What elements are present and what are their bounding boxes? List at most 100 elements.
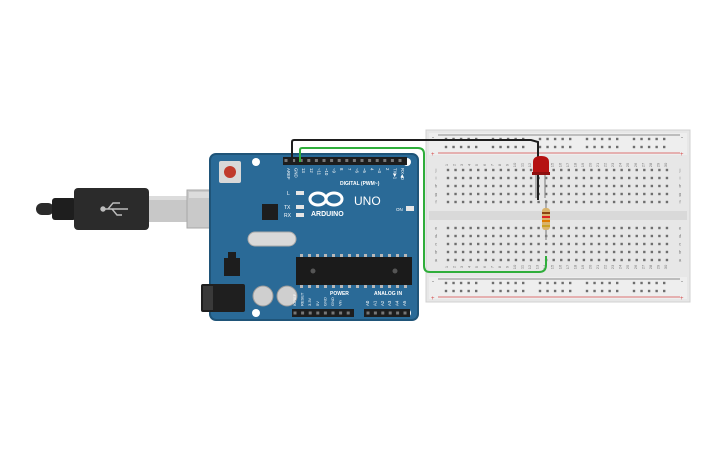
rail-hole[interactable] bbox=[663, 281, 666, 285]
breadboard-hole[interactable] bbox=[605, 176, 608, 180]
breadboard-hole[interactable] bbox=[477, 258, 480, 262]
breadboard-hole[interactable] bbox=[650, 242, 654, 246]
breadboard-hole[interactable] bbox=[499, 226, 503, 230]
breadboard-hole[interactable] bbox=[507, 250, 510, 254]
breadboard-hole[interactable] bbox=[605, 200, 608, 204]
breadboard-hole[interactable] bbox=[582, 242, 586, 246]
breadboard-hole[interactable] bbox=[612, 184, 616, 188]
breadboard-hole[interactable] bbox=[643, 250, 646, 254]
breadboard-hole[interactable] bbox=[650, 258, 654, 262]
breadboard-hole[interactable] bbox=[492, 192, 495, 196]
breadboard-hole[interactable] bbox=[499, 250, 503, 254]
breadboard-hole[interactable] bbox=[597, 176, 601, 180]
breadboard-hole[interactable] bbox=[575, 250, 578, 254]
breadboard-hole[interactable] bbox=[537, 226, 540, 230]
green-wire[interactable] bbox=[299, 147, 547, 273]
breadboard-hole[interactable] bbox=[597, 200, 601, 204]
rail-hole[interactable] bbox=[514, 289, 517, 293]
breadboard-hole[interactable] bbox=[446, 234, 450, 238]
breadboard-hole[interactable] bbox=[658, 184, 661, 188]
breadboard-hole[interactable] bbox=[590, 184, 593, 188]
breadboard-hole[interactable] bbox=[643, 234, 646, 238]
breadboard-hole[interactable] bbox=[514, 242, 518, 246]
breadboard-hole[interactable] bbox=[529, 192, 533, 196]
rail-hole[interactable] bbox=[616, 281, 619, 285]
breadboard-hole[interactable] bbox=[446, 242, 450, 246]
breadboard-hole[interactable] bbox=[628, 176, 631, 180]
breadboard-hole[interactable] bbox=[469, 192, 472, 196]
breadboard-hole[interactable] bbox=[499, 200, 503, 204]
rail-hole[interactable] bbox=[561, 137, 564, 141]
breadboard-hole[interactable] bbox=[461, 258, 465, 262]
header-pin[interactable] bbox=[316, 311, 320, 315]
breadboard-hole[interactable] bbox=[499, 184, 503, 188]
rail-hole[interactable] bbox=[444, 145, 448, 149]
header-pin[interactable] bbox=[375, 159, 379, 162]
breadboard-hole[interactable] bbox=[446, 250, 450, 254]
breadboard-hole[interactable] bbox=[590, 226, 593, 230]
breadboard-hole[interactable] bbox=[635, 226, 638, 230]
breadboard-hole[interactable] bbox=[620, 234, 623, 238]
rail-hole[interactable] bbox=[569, 281, 572, 285]
breadboard-hole[interactable] bbox=[620, 168, 623, 172]
breadboard-hole[interactable] bbox=[575, 258, 578, 262]
breadboard-hole[interactable] bbox=[605, 192, 608, 196]
breadboard-hole[interactable] bbox=[658, 258, 661, 262]
header-pin[interactable] bbox=[337, 159, 341, 162]
breadboard-hole[interactable] bbox=[560, 258, 563, 262]
breadboard-hole[interactable] bbox=[590, 200, 593, 204]
breadboard-hole[interactable] bbox=[665, 192, 669, 196]
rail-hole[interactable] bbox=[569, 145, 572, 149]
rail-hole[interactable] bbox=[553, 289, 557, 293]
breadboard-hole[interactable] bbox=[446, 168, 450, 172]
breadboard-hole[interactable] bbox=[507, 200, 510, 204]
rail-hole[interactable] bbox=[514, 281, 517, 285]
breadboard-hole[interactable] bbox=[635, 250, 638, 254]
breadboard-hole[interactable] bbox=[461, 250, 465, 254]
breadboard-hole[interactable] bbox=[590, 242, 593, 246]
breadboard-hole[interactable] bbox=[522, 242, 525, 246]
breadboard-hole[interactable] bbox=[635, 168, 638, 172]
breadboard-hole[interactable] bbox=[514, 226, 518, 230]
breadboard-hole[interactable] bbox=[635, 192, 638, 196]
breadboard-hole[interactable] bbox=[461, 200, 465, 204]
breadboard-hole[interactable] bbox=[582, 226, 586, 230]
breadboard-hole[interactable] bbox=[514, 234, 518, 238]
header-pin[interactable] bbox=[388, 311, 392, 315]
rail-hole[interactable] bbox=[467, 281, 470, 285]
breadboard-hole[interactable] bbox=[484, 258, 487, 262]
breadboard-hole[interactable] bbox=[635, 258, 638, 262]
header-pin[interactable] bbox=[368, 159, 372, 162]
breadboard-hole[interactable] bbox=[612, 258, 616, 262]
breadboard-hole[interactable] bbox=[665, 226, 669, 230]
breadboard-hole[interactable] bbox=[522, 168, 525, 172]
breadboard-hole[interactable] bbox=[612, 242, 616, 246]
breadboard-hole[interactable] bbox=[658, 242, 661, 246]
breadboard-hole[interactable] bbox=[567, 184, 570, 188]
breadboard-hole[interactable] bbox=[590, 176, 593, 180]
breadboard-hole[interactable] bbox=[507, 234, 510, 238]
breadboard-hole[interactable] bbox=[552, 200, 555, 204]
breadboard-hole[interactable] bbox=[454, 234, 457, 238]
rail-hole[interactable] bbox=[538, 137, 542, 141]
breadboard-hole[interactable] bbox=[454, 242, 457, 246]
breadboard-hole[interactable] bbox=[582, 200, 586, 204]
breadboard-hole[interactable] bbox=[560, 176, 563, 180]
rail-hole[interactable] bbox=[538, 145, 542, 149]
header-pin[interactable] bbox=[284, 159, 288, 162]
breadboard-hole[interactable] bbox=[658, 234, 661, 238]
rail-hole[interactable] bbox=[553, 281, 557, 285]
breadboard-hole[interactable] bbox=[620, 250, 623, 254]
breadboard-hole[interactable] bbox=[499, 234, 503, 238]
header-pin[interactable] bbox=[314, 159, 318, 162]
breadboard-hole[interactable] bbox=[499, 258, 503, 262]
rail-hole[interactable] bbox=[514, 145, 517, 149]
rail-hole[interactable] bbox=[663, 145, 666, 149]
breadboard-hole[interactable] bbox=[469, 168, 472, 172]
rail-hole[interactable] bbox=[506, 281, 510, 285]
breadboard-hole[interactable] bbox=[446, 192, 450, 196]
breadboard-hole[interactable] bbox=[643, 176, 646, 180]
breadboard-hole[interactable] bbox=[650, 184, 654, 188]
rail-hole[interactable] bbox=[585, 289, 589, 293]
breadboard-hole[interactable] bbox=[446, 258, 450, 262]
